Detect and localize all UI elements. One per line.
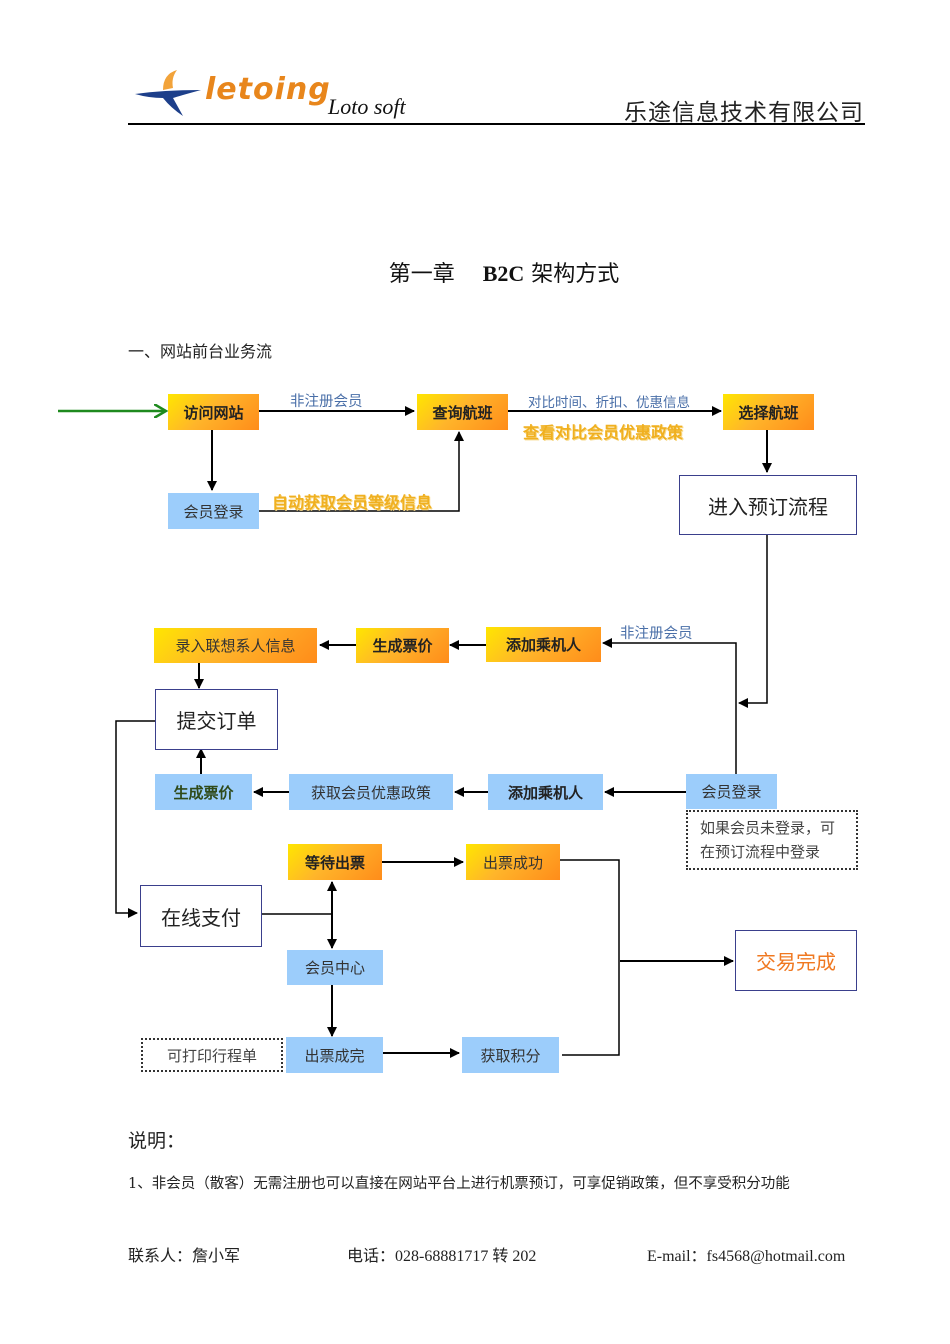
- edge-login-query: [259, 431, 464, 512]
- logo-bird-icon: [135, 70, 201, 116]
- label-auto-level: 自动获取会员等级信息: [272, 493, 433, 512]
- edge-booking-split: [738, 535, 768, 708]
- notes-item: 1、非会员（散客）无需注册也可以直接在网站平台上进行机票预订，可享促销政策，但不…: [128, 1176, 790, 1192]
- node-member-login-top: 会员登录: [168, 493, 259, 529]
- node-select-flight: 选择航班: [723, 394, 814, 430]
- node-ticket-complete: 出票成完: [286, 1037, 383, 1073]
- node-submit-order: 提交订单: [155, 689, 278, 750]
- note-line-2: 在预订流程中登录: [700, 843, 821, 861]
- header-divider: [128, 123, 865, 125]
- node-transaction-done: 交易完成: [735, 930, 857, 991]
- node-ticket-success: 出票成功: [466, 844, 560, 880]
- edge-submit-pay: [115, 720, 155, 918]
- node-add-passenger-top: 添加乘机人: [486, 627, 601, 662]
- logo-subtitle: Loto soft: [328, 94, 406, 119]
- edge-success-merge: [560, 859, 620, 1056]
- node-gen-price-top: 生成票价: [356, 628, 449, 663]
- chapter-suffix: 架构方式: [531, 262, 620, 287]
- node-get-member-policy: 获取会员优惠政策: [289, 774, 453, 810]
- company-name: 乐途信息技术有限公司: [624, 100, 864, 126]
- node-member-login-mid: 会员登录: [686, 774, 777, 809]
- edge-nonmember-addpax: [602, 638, 737, 774]
- logo-text: letoing: [205, 72, 331, 107]
- note-print-itinerary: 可打印行程单: [141, 1038, 283, 1072]
- footer-phone: 电话：028-68881717 转 202: [347, 1248, 537, 1265]
- notes-title: 说明：: [128, 1130, 186, 1152]
- label-non-member-top: 非注册会员: [290, 394, 363, 410]
- label-compare-info: 对比时间、折扣、优惠信息: [528, 395, 690, 411]
- chapter-title: 第一章 B2C 架构方式: [0, 256, 950, 288]
- node-get-points: 获取积分: [462, 1037, 559, 1073]
- node-wait-ticket: 等待出票: [288, 844, 382, 880]
- note-line-1: 如果会员未登录，可: [700, 819, 836, 837]
- node-visit-site: 访问网站: [168, 394, 259, 430]
- node-gen-price-bottom: 生成票价: [155, 774, 252, 810]
- node-member-center: 会员中心: [287, 950, 383, 985]
- footer-email: E-mail：fs4568@hotmail.com: [647, 1248, 846, 1265]
- node-add-passenger-bottom: 添加乘机人: [488, 774, 603, 810]
- node-enter-booking: 进入预订流程: [679, 475, 857, 535]
- chapter-code: B2C: [482, 261, 525, 286]
- note-login-later: 如果会员未登录，可 在预订流程中登录: [686, 810, 858, 870]
- chapter-prefix: 第一章: [388, 262, 455, 287]
- label-non-member-mid: 非注册会员: [620, 626, 693, 642]
- node-online-pay: 在线支付: [140, 885, 262, 947]
- node-enter-contact: 录入联想系人信息: [154, 628, 317, 663]
- label-view-member-policy: 查看对比会员优惠政策: [523, 423, 684, 442]
- footer-contact: 联系人：詹小军: [128, 1248, 241, 1265]
- section-title: 一、网站前台业务流: [128, 342, 273, 361]
- node-query-flights: 查询航班: [417, 394, 508, 430]
